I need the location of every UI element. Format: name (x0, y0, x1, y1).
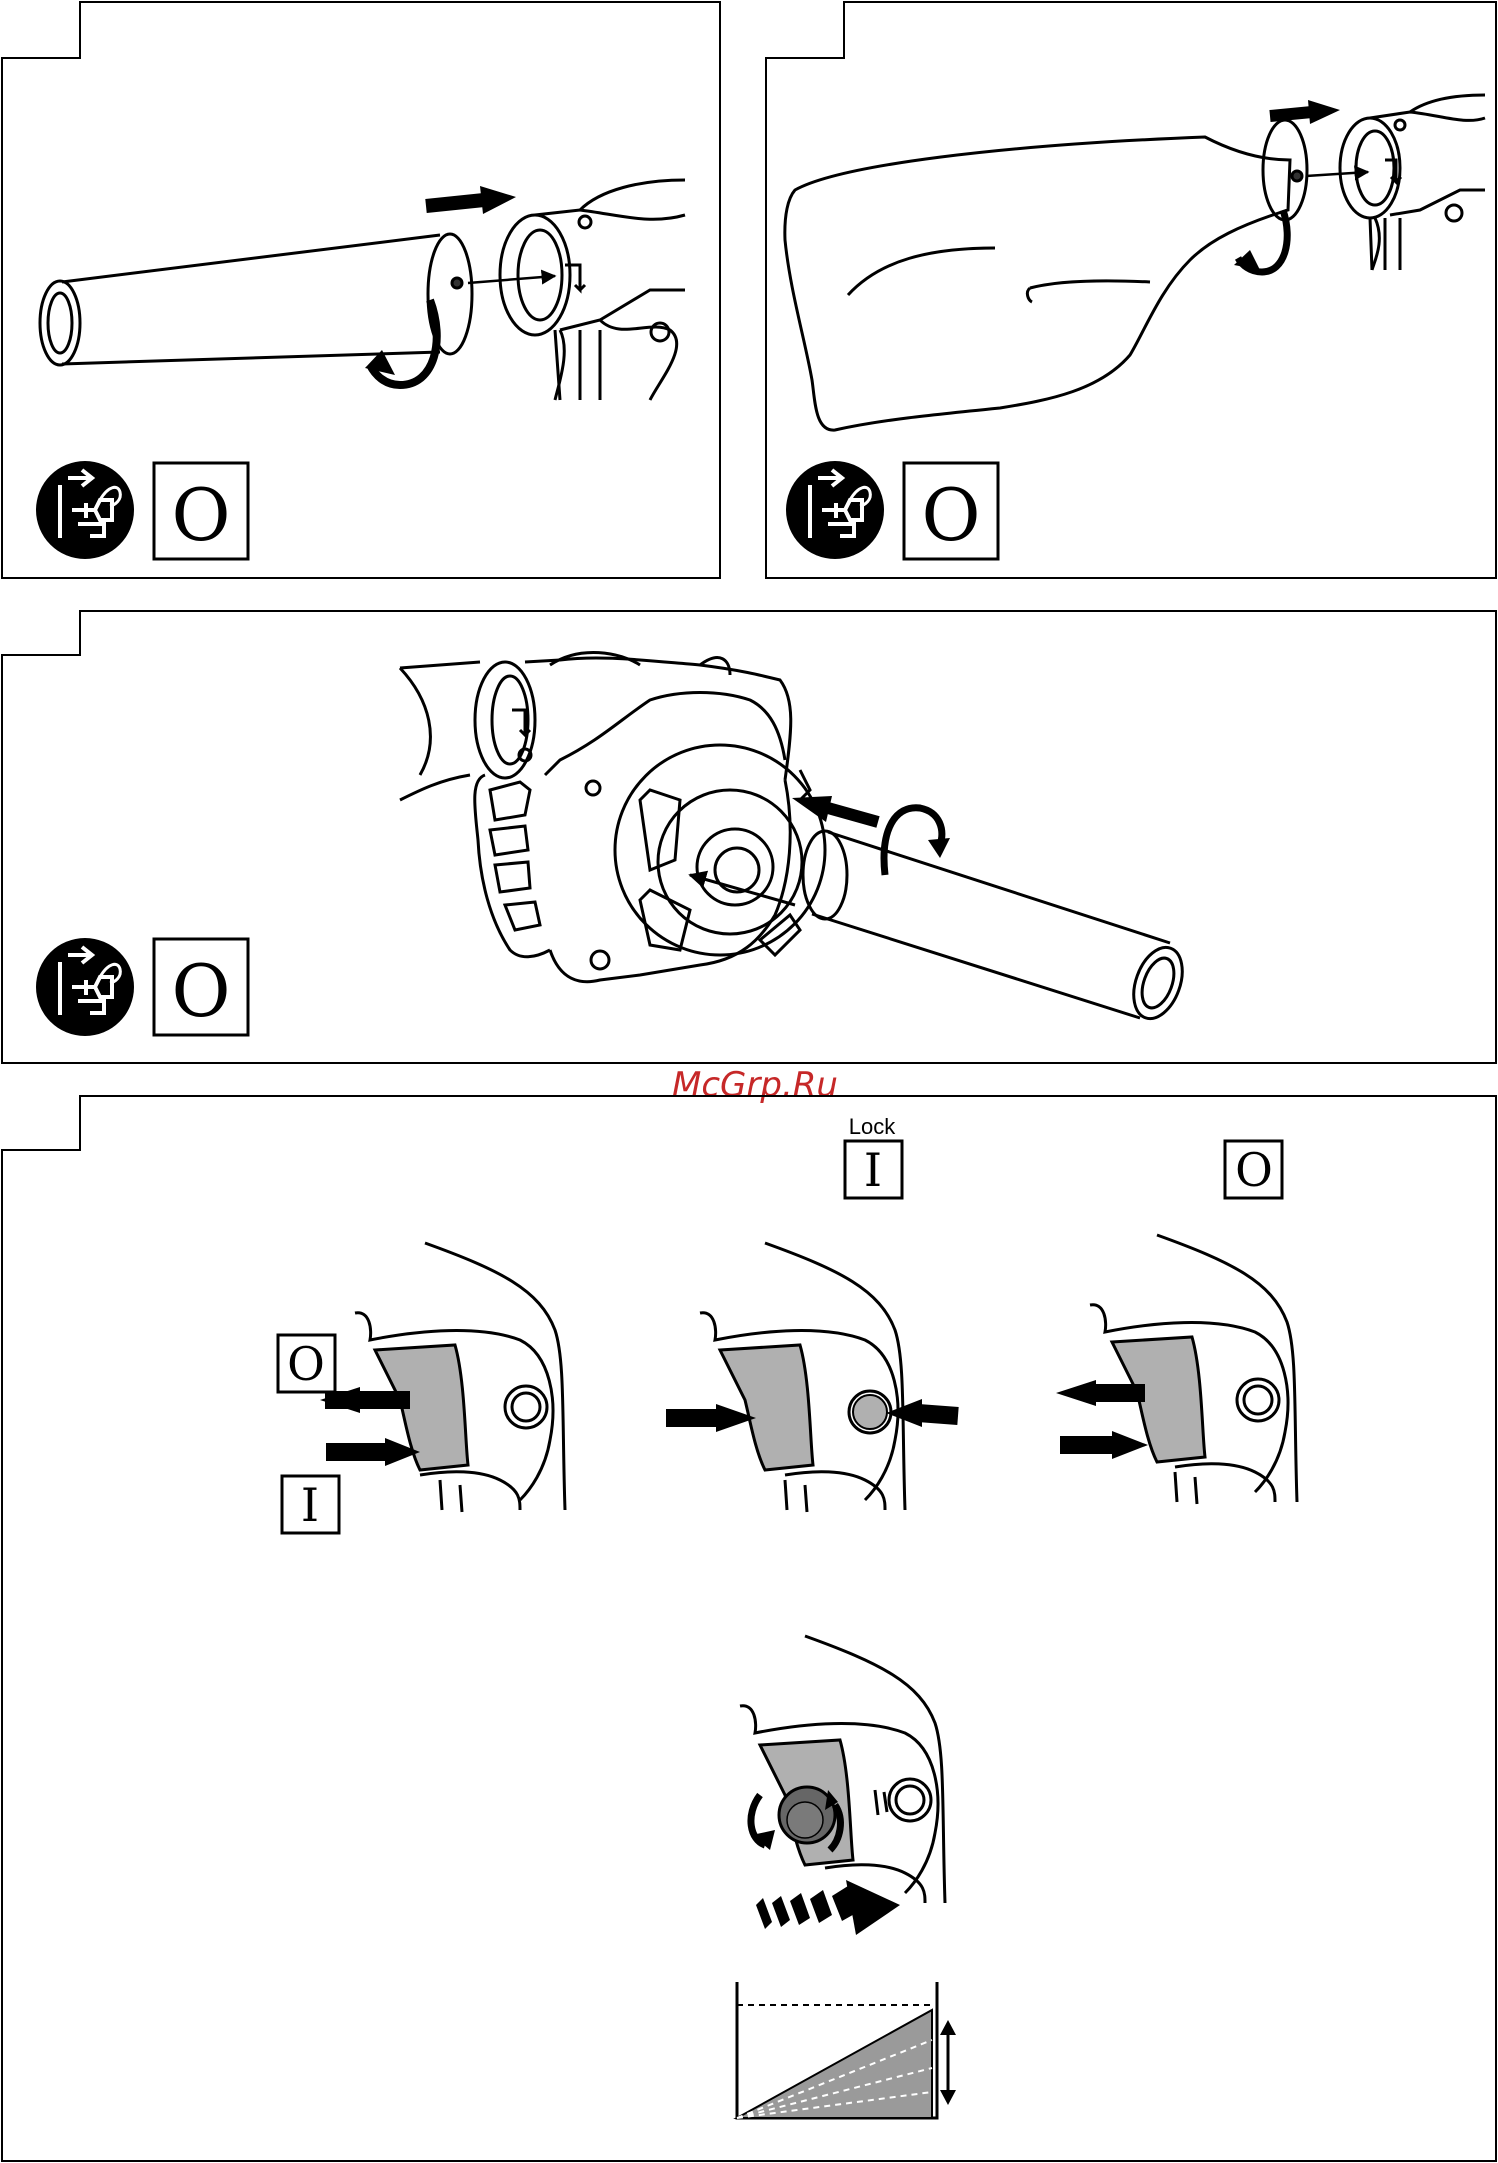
switch-illustration-lock (666, 1243, 958, 1512)
blower-outlet-drawing (500, 180, 685, 400)
speed-range-graph (737, 1982, 956, 2118)
on-lock-symbol-box: I (845, 1141, 902, 1198)
off-symbol: O (921, 473, 980, 557)
lock-button (853, 1395, 887, 1429)
speed-dial-illustration (740, 1636, 945, 1935)
speed-arrow-icon (756, 1880, 900, 1935)
off-symbol-box: O (1225, 1141, 1282, 1198)
panel-attach-dust-bag: O (766, 2, 1496, 578)
push-arrow-icon (1270, 100, 1340, 124)
panel-attach-suction-nozzle: O (2, 611, 1496, 1063)
panel-attach-nozzle: O (2, 2, 720, 578)
panel-switch-operation: Lock I O O I (2, 1096, 1496, 2161)
dust-bag-drawing (785, 95, 1485, 430)
off-switch-icon: O (154, 463, 248, 559)
blower-nozzle-drawing (40, 234, 472, 385)
arrow-down-icon (940, 2090, 956, 2105)
push-arrow-icon (426, 186, 516, 214)
push-arrow-icon (792, 796, 878, 822)
off-symbol: O (171, 949, 230, 1033)
on-symbol: I (301, 1478, 319, 1532)
off-switch-icon: O (904, 463, 998, 559)
rotate-arrow-icon (928, 838, 950, 858)
switch-illustration-on-off: O I (278, 1243, 565, 1533)
off-symbol: O (1235, 1143, 1273, 1197)
trigger-switch (720, 1345, 813, 1470)
off-switch-icon: O (154, 939, 248, 1035)
on-symbol: I (864, 1143, 882, 1197)
watermark: McGrp.Ru (672, 1065, 838, 1105)
arrow-up-icon (940, 2020, 956, 2035)
blower-body-drawing (400, 652, 1191, 1025)
off-symbol: O (287, 1337, 325, 1391)
unplug-icon (36, 938, 134, 1036)
lock-label: Lock (849, 1114, 896, 1139)
unplug-icon (36, 461, 134, 559)
off-symbol: O (171, 473, 230, 557)
unplug-icon (786, 461, 884, 559)
switch-illustration-release (1056, 1235, 1297, 1504)
